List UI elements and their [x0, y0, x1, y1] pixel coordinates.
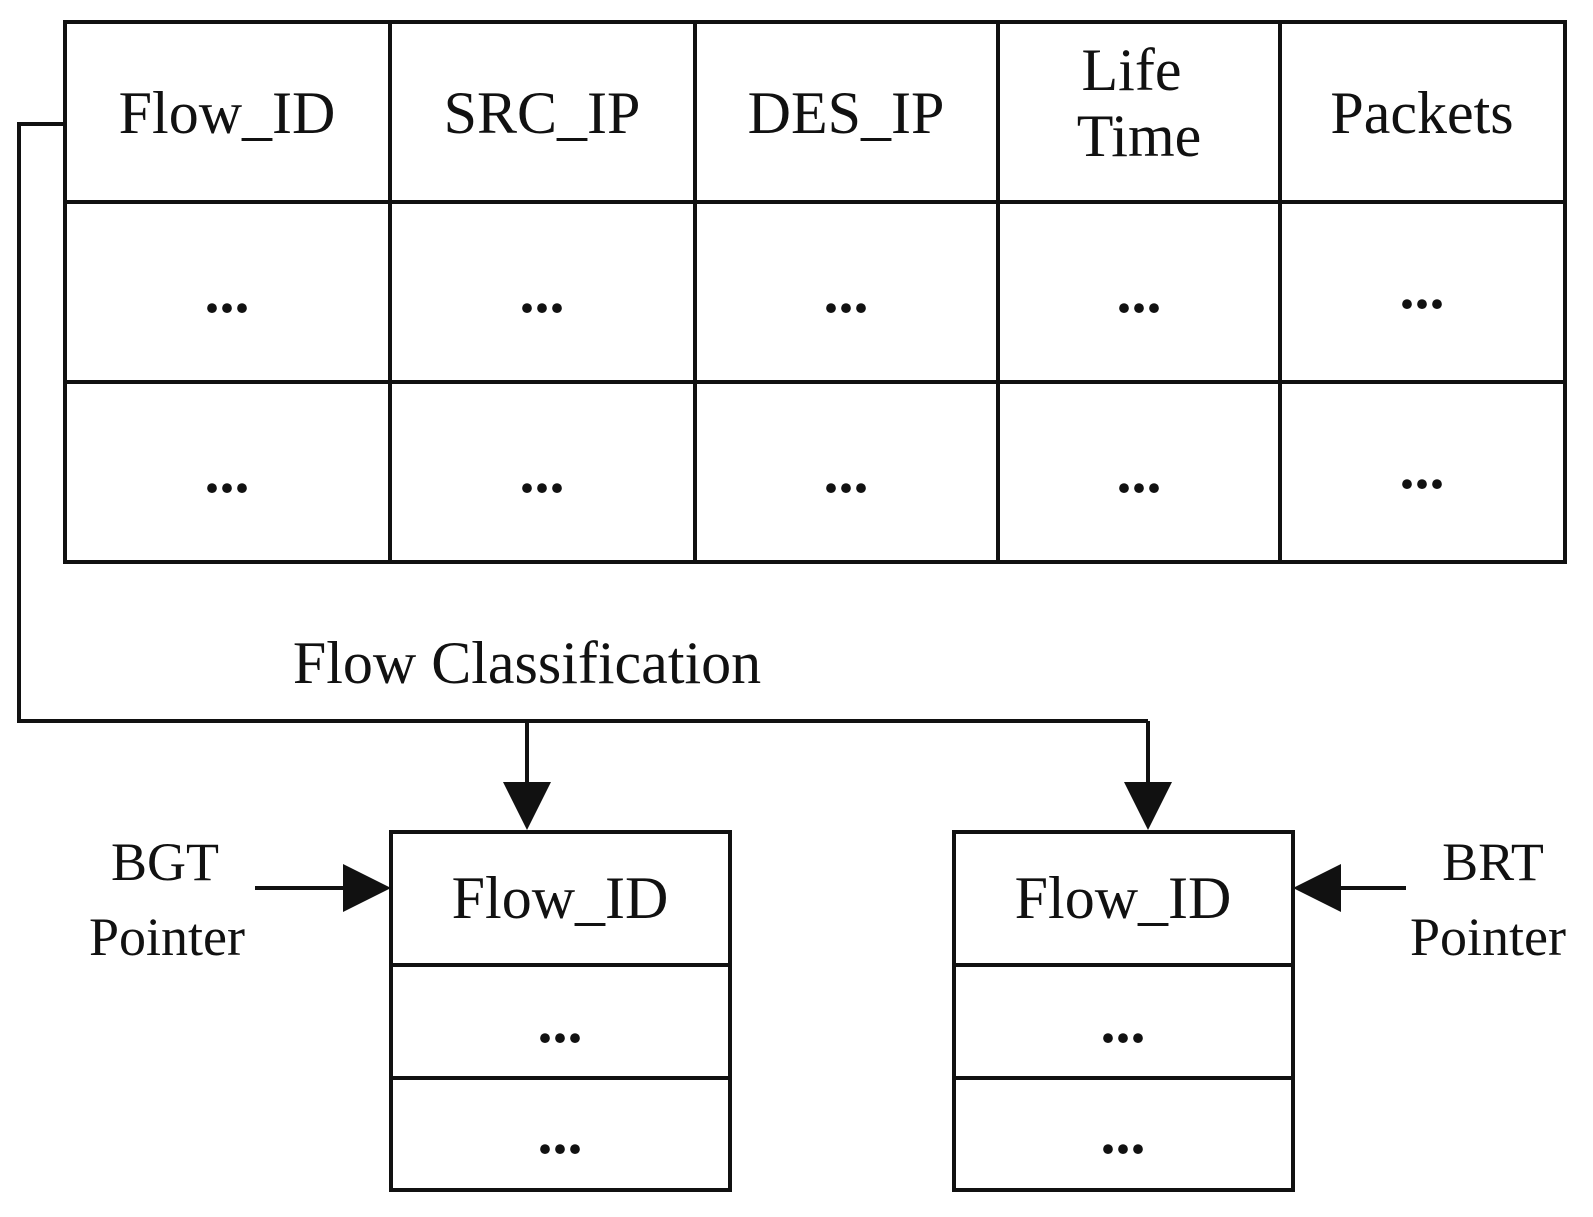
- life-time-line: Time: [1077, 103, 1202, 169]
- classification-connector: Flow Classification: [17, 122, 1172, 830]
- bgt-pointer: BGT Pointer: [89, 832, 391, 967]
- arrow-down-to-brt: [1124, 782, 1172, 830]
- brt-table-cell: ...: [1101, 989, 1146, 1055]
- flow-table-cell: ...: [824, 259, 869, 325]
- bgt-table-border: [389, 830, 732, 1192]
- flow-table: Flow_ID SRC_IP DES_IP Life Time Packets …: [63, 20, 1567, 564]
- bgt-table: Flow_ID ... ...: [389, 830, 732, 1192]
- flow-table-cell: ...: [1117, 259, 1162, 325]
- life-time-line: Life: [1082, 37, 1182, 103]
- flow-table-header-des-ip: DES_IP: [748, 80, 945, 146]
- flow-table-cell: ...: [205, 439, 250, 505]
- flow-classification-label: Flow Classification: [293, 630, 761, 696]
- arrow-down-to-bgt: [503, 782, 551, 830]
- brt-table-border: [952, 830, 1295, 1192]
- flow-table-cell: ...: [205, 259, 250, 325]
- flow-table-header-flow-id: Flow_ID: [119, 80, 336, 146]
- brt-table: Flow_ID ... ...: [952, 830, 1295, 1192]
- brt-pointer-label-line2: Pointer: [1410, 907, 1566, 967]
- flow-table-cell: ...: [520, 439, 565, 505]
- brt-pointer: BRT Pointer: [1293, 832, 1566, 967]
- flow-table-cell: ...: [1400, 435, 1445, 501]
- bgt-pointer-label-line2: Pointer: [89, 907, 245, 967]
- brt-pointer-label-line1: BRT: [1442, 832, 1544, 892]
- brt-table-header: Flow_ID: [1015, 865, 1232, 931]
- bgt-table-header: Flow_ID: [452, 865, 669, 931]
- flow-table-cell: ...: [520, 259, 565, 325]
- flow-table-header-packets: Packets: [1330, 80, 1513, 146]
- brt-table-cell: ...: [1101, 1100, 1146, 1166]
- flow-table-header-src-ip: SRC_IP: [444, 80, 641, 146]
- flow-table-cell: ...: [824, 439, 869, 505]
- connector-line: [17, 122, 1148, 723]
- arrow-left-to-brt: [1293, 864, 1341, 912]
- arrow-right-to-bgt: [343, 864, 391, 912]
- bgt-table-cell: ...: [538, 1100, 583, 1166]
- flow-table-border: [63, 20, 1567, 564]
- bgt-table-cell: ...: [538, 989, 583, 1055]
- bgt-pointer-label-line1: BGT: [111, 832, 219, 892]
- flow-table-header-life-time: Life Time: [1077, 37, 1202, 169]
- flow-table-cell: ...: [1117, 439, 1162, 505]
- flow-table-cell: ...: [1400, 255, 1445, 321]
